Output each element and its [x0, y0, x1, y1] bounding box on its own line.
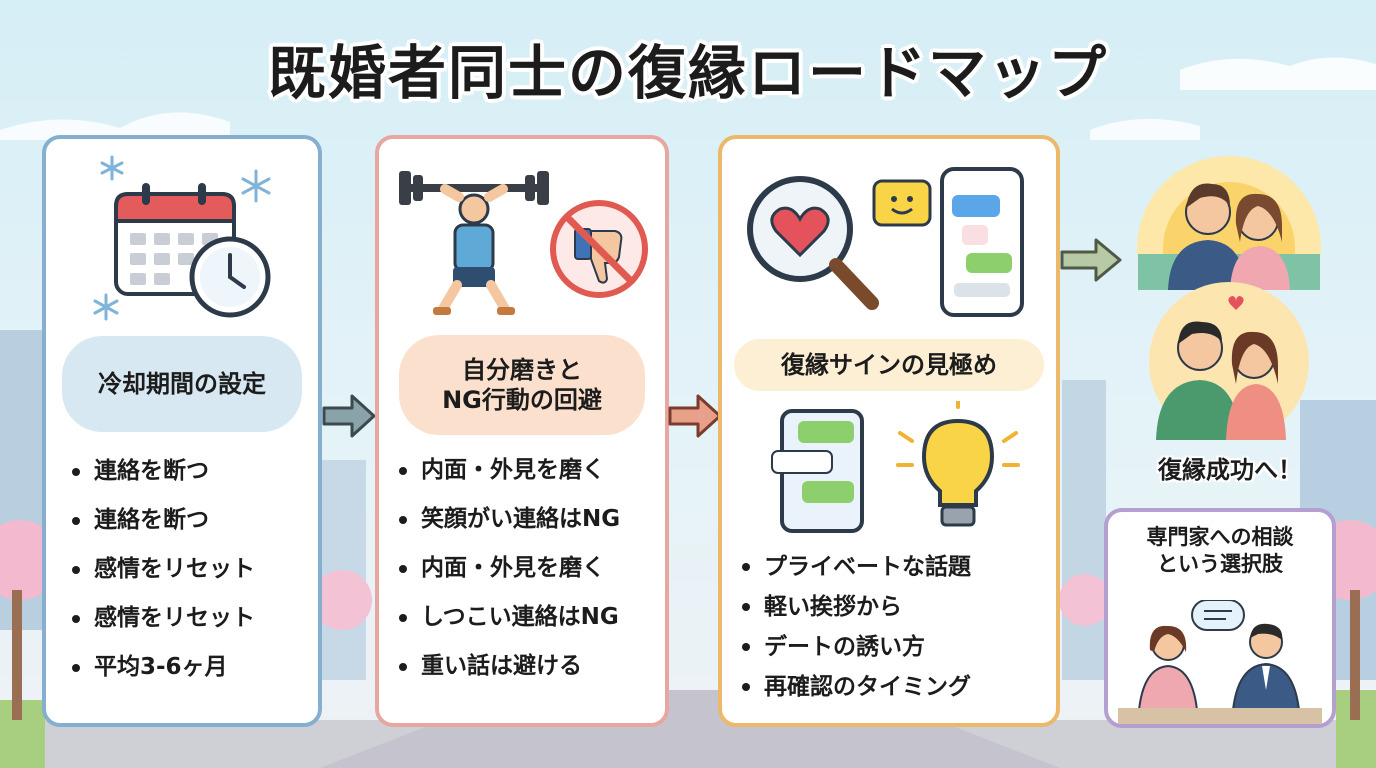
step-heading: 復縁サインの見極め	[734, 339, 1044, 391]
consultation-icon	[1118, 600, 1322, 724]
consult-title: 専門家への相談 という選択肢	[1146, 525, 1294, 577]
smile-chat-icon	[872, 179, 932, 227]
snowflake-icon	[93, 155, 271, 321]
magnifier-heart-icon	[747, 176, 879, 310]
step-card-cooling: 冷却期間の設定 連絡を断つ 連絡を断つ 感情をリセット 感情をリセット 平均3-…	[42, 135, 322, 727]
list-item: 内面・外見を磨く	[397, 446, 620, 495]
signs-illustration	[747, 167, 1024, 317]
happy-couple-sunrise-icon	[1137, 156, 1321, 290]
calendar-clock-illustration	[93, 155, 271, 321]
page-title: 既婚者同士の復縁ロードマップ	[267, 39, 1108, 107]
chat-phone-icon	[771, 409, 864, 533]
list-item: しつこい連絡はNG	[397, 593, 620, 642]
list-item: 連絡を断つ	[70, 447, 255, 496]
happy-couple-heart-icon	[1149, 282, 1309, 440]
lightbulb-icon	[896, 401, 1020, 527]
smartphone-chat-icon	[940, 167, 1024, 317]
list-item: プライベートな話題	[740, 547, 971, 587]
weightlifting-illustration	[399, 171, 648, 315]
list-item: 軽い挨拶から	[740, 587, 971, 627]
step-bullet-list: プライベートな話題 軽い挨拶から デートの誘い方 再確認のタイミング	[740, 547, 971, 707]
chat-idea-illustration	[771, 401, 1020, 533]
list-item: 笑顔がい連絡はNG	[397, 495, 620, 544]
list-item: 重い話は避ける	[397, 642, 620, 691]
arrow-right-icon	[668, 394, 722, 438]
no-thumbs-down-icon	[550, 200, 648, 298]
list-item: 連絡を断つ	[70, 496, 255, 545]
list-item: 平均3-6ヶ月	[70, 643, 255, 692]
list-item: 感情をリセット	[70, 594, 255, 643]
list-item: 内面・外見を磨く	[397, 544, 620, 593]
step-bullet-list: 内面・外見を磨く 笑顔がい連絡はNG 内面・外見を磨く しつこい連絡はNG 重い…	[397, 446, 620, 691]
arrow-right-icon	[322, 394, 376, 438]
arrow-right-icon	[1060, 238, 1122, 282]
success-label: 復縁成功へ！	[1158, 456, 1302, 484]
consult-card: 専門家への相談 という選択肢	[1104, 508, 1336, 728]
step-card-self-improvement: 自分磨きと NG行動の回避 内面・外見を磨く 笑顔がい連絡はNG 内面・外見を磨…	[375, 135, 669, 727]
step-card-signs: 復縁サインの見極め プライベートな話題 軽い挨拶から デートの誘い方 再確認のタ…	[718, 135, 1060, 727]
clock-icon	[189, 236, 271, 318]
weightlifter-icon	[399, 171, 549, 315]
list-item: 再確認のタイミング	[740, 667, 971, 707]
step-heading: 自分磨きと NG行動の回避	[399, 335, 645, 435]
step-bullet-list: 連絡を断つ 連絡を断つ 感情をリセット 感情をリセット 平均3-6ヶ月	[70, 447, 255, 692]
list-item: デートの誘い方	[740, 627, 971, 667]
step-heading: 冷却期間の設定	[62, 336, 302, 432]
list-item: 感情をリセット	[70, 545, 255, 594]
calendar-icon	[114, 183, 236, 296]
